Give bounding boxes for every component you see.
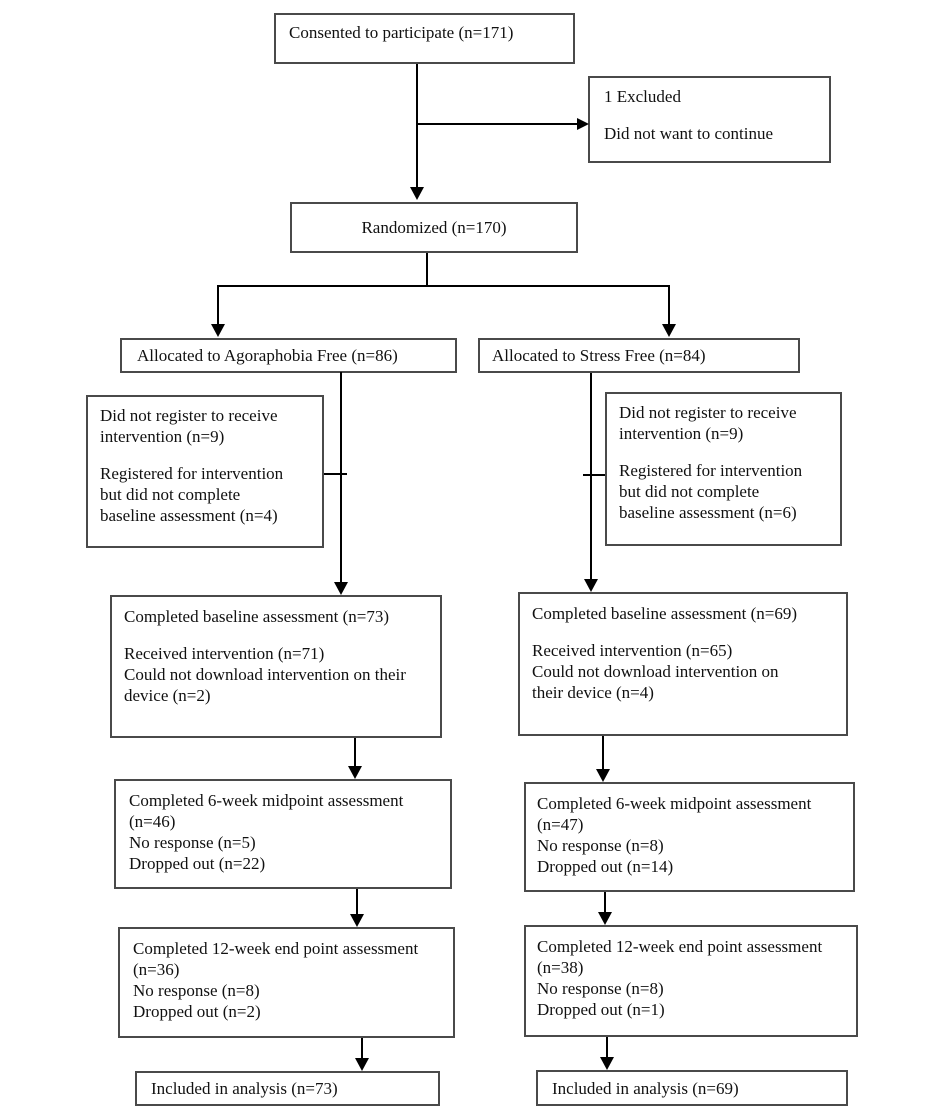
box-midpoint-left: Completed 6-week midpoint assessment(n=4… — [114, 779, 452, 889]
arrowhead-branch-right — [662, 324, 676, 337]
arrowhead-branch-left — [211, 324, 225, 337]
connector-midpoint-to-endpoint-left — [356, 889, 358, 914]
arrowhead-consent-to-randomized — [410, 187, 424, 200]
connector-branch-horizontal — [218, 285, 670, 287]
box-allocated-agoraphobia-free: Allocated to Agoraphobia Free (n=86) — [120, 338, 457, 373]
box-midpoint-right: Completed 6-week midpoint assessment(n=4… — [524, 782, 855, 892]
arrowhead-baseline-right — [584, 579, 598, 592]
connector-tick-dropout-left — [324, 473, 347, 475]
box-consented: Consented to participate (n=171) — [274, 13, 575, 64]
box-consented-text: Consented to participate (n=171) — [289, 23, 514, 42]
connector-alloc-to-baseline-left — [340, 372, 342, 582]
connector-to-excluded — [417, 123, 578, 125]
box-endpoint-left: Completed 12-week end point assessment(n… — [118, 927, 455, 1038]
arrowhead-midpoint-right — [596, 769, 610, 782]
box-endpoint-left-text: Completed 12-week end point assessment(n… — [133, 939, 419, 1021]
box-baseline-right: Completed baseline assessment (n=69)Rece… — [518, 592, 848, 736]
box-analysis-right: Included in analysis (n=69) — [536, 1070, 848, 1106]
arrowhead-analysis-right — [600, 1057, 614, 1070]
connector-midpoint-to-endpoint-right — [604, 892, 606, 912]
box-randomized-text: Randomized (n=170) — [361, 218, 507, 237]
arrowhead-midpoint-left — [348, 766, 362, 779]
box-midpoint-right-text: Completed 6-week midpoint assessment(n=4… — [537, 794, 812, 876]
arrowhead-baseline-left — [334, 582, 348, 595]
connector-branch-left — [217, 285, 219, 324]
connector-endpoint-to-analysis-right — [606, 1037, 608, 1057]
box-analysis-right-text: Included in analysis (n=69) — [552, 1078, 739, 1098]
box-baseline-right-text: Completed baseline assessment (n=69)Rece… — [532, 604, 798, 702]
box-analysis-left: Included in analysis (n=73) — [135, 1071, 440, 1106]
arrowhead-endpoint-left — [350, 914, 364, 927]
box-analysis-left-text: Included in analysis (n=73) — [151, 1079, 338, 1098]
connector-consent-to-randomized — [416, 64, 418, 187]
box-endpoint-right-text: Completed 12-week end point assessment(n… — [537, 937, 823, 1019]
box-endpoint-right: Completed 12-week end point assessment(n… — [524, 925, 858, 1037]
connector-baseline-to-midpoint-left — [354, 738, 356, 766]
box-allocated-stress-free-text: Allocated to Stress Free (n=84) — [492, 346, 706, 365]
connector-endpoint-to-analysis-left — [361, 1038, 363, 1058]
connector-baseline-to-midpoint-right — [602, 736, 604, 769]
box-allocated-agoraphobia-free-text: Allocated to Agoraphobia Free (n=86) — [137, 346, 398, 365]
connector-randomized-stem — [426, 253, 428, 285]
box-allocated-stress-free: Allocated to Stress Free (n=84) — [478, 338, 800, 373]
connector-tick-dropout-right — [583, 474, 605, 476]
box-baseline-left: Completed baseline assessment (n=73)Rece… — [110, 595, 442, 738]
arrowhead-endpoint-right — [598, 912, 612, 925]
arrowhead-analysis-left — [355, 1058, 369, 1071]
box-baseline-left-text: Completed baseline assessment (n=73)Rece… — [124, 607, 406, 705]
connector-branch-right — [668, 285, 670, 324]
arrowhead-to-excluded — [577, 118, 589, 130]
box-randomized: Randomized (n=170) — [290, 202, 578, 253]
box-midpoint-left-text: Completed 6-week midpoint assessment(n=4… — [129, 791, 404, 873]
connector-alloc-to-baseline-right — [590, 373, 592, 579]
